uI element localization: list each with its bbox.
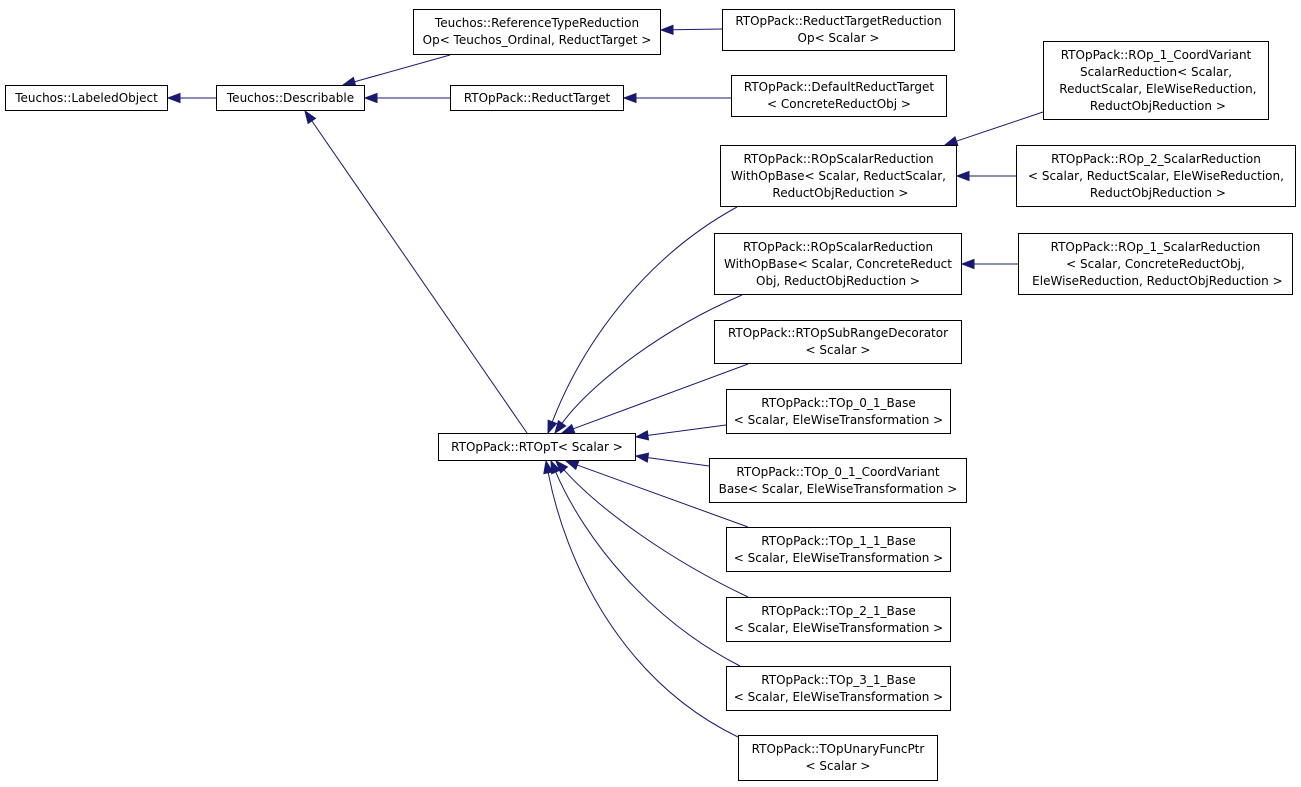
node-rtoppack-top-0-1-base[interactable]: RTOpPack::TOp_0_1_Base < Scalar, EleWise… — [726, 389, 951, 434]
edge-ropscalarred1-to-rtopt — [547, 206, 738, 435]
edge-top31base-to-rtopt — [550, 459, 741, 667]
node-teuchos-referencetypereductionop[interactable]: Teuchos::ReferenceTypeReduction Op< Teuc… — [413, 9, 661, 55]
edge-defaultreducttarget-to-reducttarget — [622, 92, 731, 104]
node-rtoppack-topunaryfuncptr[interactable]: RTOpPack::TOpUnaryFuncPtr < Scalar > — [738, 735, 938, 781]
node-rtoppack-rtopt[interactable]: RTOpPack::RTOpT< Scalar > — [438, 433, 636, 461]
edge-top21base-to-rtopt — [555, 459, 749, 598]
edge-arrowhead — [659, 24, 674, 36]
edge-arrowhead — [547, 419, 558, 435]
node-rtoppack-rop-2-scalarreduction[interactable]: RTOpPack::ROp_2_ScalarReduction < Scalar… — [1016, 145, 1296, 207]
edge-ropsubrange-to-rtopt — [560, 363, 749, 434]
edge-reducttargetreduction-to-reftypereduction — [659, 24, 723, 36]
edge-line — [647, 424, 727, 436]
node-teuchos-describable[interactable]: Teuchos::Describable — [216, 85, 365, 111]
edge-line — [647, 457, 710, 467]
edge-line — [672, 28, 723, 31]
edge-arrowhead — [634, 452, 650, 463]
node-rtoppack-rop-1-coordvariant-scalarreduction[interactable]: RTOpPack::ROp_1_CoordVariant ScalarReduc… — [1043, 41, 1269, 120]
edge-top01coordvariant-to-rtopt — [634, 452, 710, 467]
edge-arrowhead — [554, 419, 567, 435]
edge-reducttarget-to-describable — [363, 92, 450, 104]
node-rtoppack-top-1-1-base[interactable]: RTOpPack::TOp_1_1_Base < Scalar, EleWise… — [726, 527, 951, 572]
node-rtoppack-ropscalarreductionwithopbase-concretereductobj[interactable]: RTOpPack::ROpScalarReduction WithOpBase<… — [714, 233, 962, 295]
edge-rop1coordvariant-to-ropscalarred1 — [943, 111, 1044, 146]
edge-arrowhead — [564, 460, 580, 471]
edge-topunaryfuncptr-to-rtopt — [543, 459, 739, 738]
edge-arrowhead — [550, 459, 561, 475]
edge-line — [563, 469, 749, 598]
edge-arrowhead — [304, 109, 317, 125]
edge-line — [551, 206, 738, 422]
edge-line — [956, 111, 1044, 142]
edge-arrowhead — [634, 430, 650, 441]
edge-line — [354, 54, 451, 83]
edge-reftypereduction-to-describable — [341, 54, 451, 87]
edge-ropscalarred2-to-rtopt — [554, 294, 743, 435]
node-rtoppack-ropscalarreductionwithopbase-reductscalar[interactable]: RTOpPack::ROpScalarReduction WithOpBase<… — [720, 145, 957, 207]
node-teuchos-labeledobject[interactable]: Teuchos::LabeledObject — [5, 85, 168, 111]
edge-top01base-to-rtopt — [634, 424, 727, 441]
edge-arrowhead — [363, 92, 378, 104]
edge-rop2scalarred-to-ropscalarred1 — [955, 170, 1016, 182]
node-rtoppack-top-2-1-base[interactable]: RTOpPack::TOp_2_1_Base < Scalar, EleWise… — [726, 597, 951, 642]
edge-line — [547, 472, 739, 738]
node-rtoppack-rtopsubrangedecorator[interactable]: RTOpPack::RTOpSubRangeDecorator < Scalar… — [714, 320, 962, 364]
edge-line — [311, 120, 528, 434]
edge-line — [573, 363, 749, 430]
edge-arrowhead — [543, 459, 554, 475]
edge-rop1scalarred-to-ropscalarred2 — [960, 258, 1018, 270]
node-rtoppack-top-3-1-base[interactable]: RTOpPack::TOp_3_1_Base < Scalar, EleWise… — [726, 666, 951, 711]
edge-line — [555, 471, 741, 667]
edge-line — [577, 464, 749, 528]
node-rtoppack-reducttargetreductionop[interactable]: RTOpPack::ReductTargetReduction Op< Scal… — [722, 9, 955, 51]
edge-line — [561, 294, 743, 424]
node-rtoppack-reducttarget[interactable]: RTOpPack::ReductTarget — [450, 85, 624, 111]
edge-arrowhead — [960, 258, 975, 270]
edge-arrowhead — [555, 459, 569, 474]
node-rtoppack-top-0-1-coordvariantbase[interactable]: RTOpPack::TOp_0_1_CoordVariant Base< Sca… — [709, 458, 967, 503]
edge-describable-to-labeledobject — [166, 92, 216, 104]
node-rtoppack-rop-1-scalarreduction[interactable]: RTOpPack::ROp_1_ScalarReduction < Scalar… — [1018, 233, 1293, 295]
edge-arrowhead — [166, 92, 181, 104]
node-rtoppack-defaultreducttarget[interactable]: RTOpPack::DefaultReductTarget < Concrete… — [731, 75, 947, 117]
edge-rtopt-to-describable — [304, 109, 528, 434]
edge-arrowhead — [622, 92, 637, 104]
edge-arrowhead — [955, 170, 970, 182]
